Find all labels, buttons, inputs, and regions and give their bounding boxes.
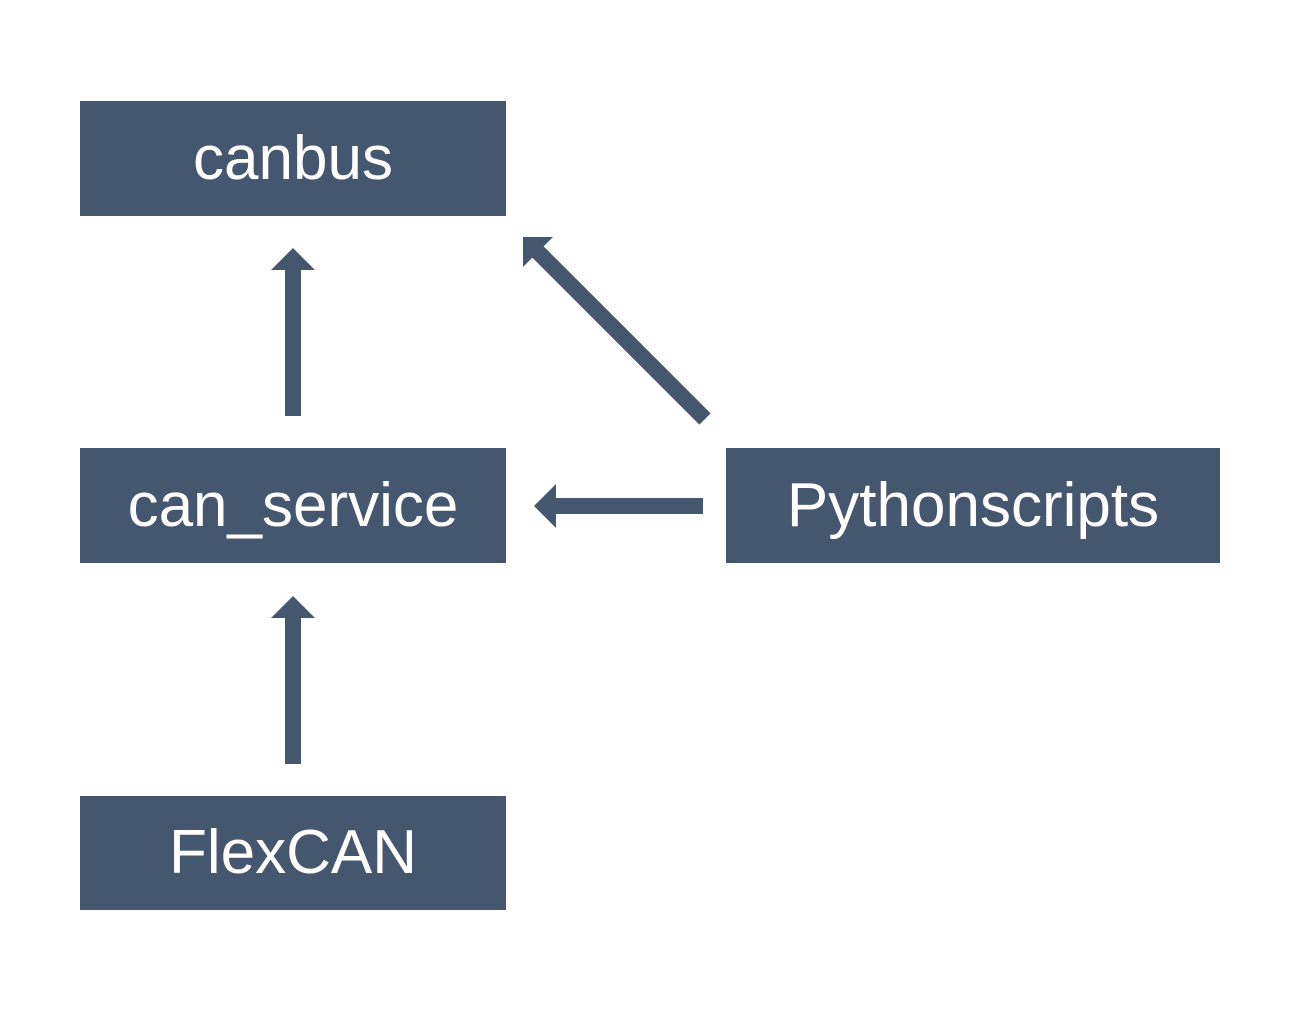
node-pythonscripts-label: Pythonscripts [786, 470, 1160, 540]
arrow-pythonscripts-to-can-service [534, 484, 703, 528]
node-canbus: canbus [80, 101, 506, 216]
node-pythonscripts: Pythonscripts [726, 448, 1220, 563]
node-flexcan: FlexCAN [80, 796, 506, 910]
arrow-flexcan-to-can-service [271, 596, 315, 764]
arrow-can-service-to-canbus [271, 248, 315, 416]
node-flexcan-label: FlexCAN [168, 818, 418, 887]
node-canbus-label: canbus [193, 123, 393, 193]
node-can-service: can_service [80, 448, 506, 563]
arrow-pythonscripts-to-canbus [523, 237, 711, 425]
node-can-service-label: can_service [127, 470, 459, 540]
